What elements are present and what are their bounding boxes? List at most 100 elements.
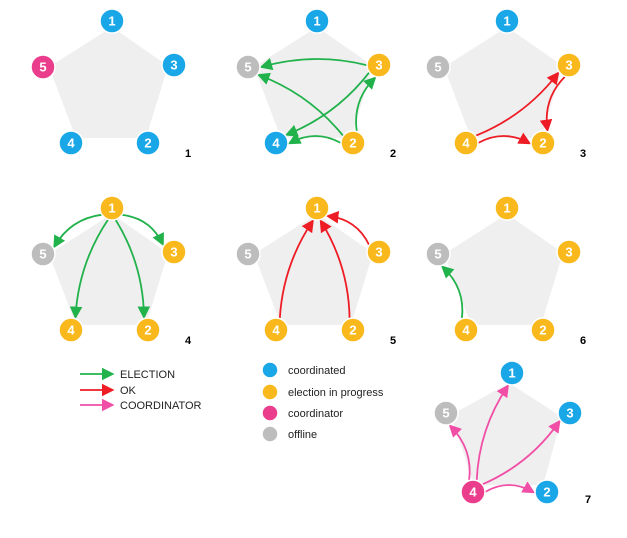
panel-number: 4 — [185, 335, 192, 347]
node-label: 3 — [170, 245, 177, 260]
message-arrow-ok-3-to-2 — [539, 75, 566, 133]
node-label: 5 — [244, 247, 251, 262]
message-arrow-election-2-to-3 — [355, 76, 377, 132]
node-label: 2 — [144, 323, 151, 338]
message-arrow-election-2-to-4 — [287, 132, 342, 145]
node-label: 5 — [442, 406, 449, 421]
node-label: 5 — [39, 60, 46, 75]
panel-number: 1 — [185, 148, 191, 160]
message-arrow-ok-2-to-1 — [319, 219, 351, 319]
process-node-2: 2 — [135, 130, 161, 156]
process-node-2: 2 — [340, 130, 366, 156]
process-node-2: 2 — [530, 317, 556, 343]
node-circle-offline — [30, 241, 56, 267]
node-label: 1 — [503, 201, 510, 216]
message-arrow-election-1-to-2 — [114, 219, 151, 320]
node-label: 1 — [503, 14, 510, 29]
legend-label-coordinator-state: coordinator — [288, 408, 343, 420]
node-label: 4 — [67, 323, 75, 338]
node-circle-election — [453, 317, 479, 343]
message-arrow-coordinator-4-to-1 — [475, 384, 510, 481]
message-legend: ELECTION OK COORDINATOR — [80, 367, 202, 412]
process-node-2: 2 — [135, 317, 161, 343]
message-arrow-coordinator-4-to-2 — [484, 481, 536, 494]
node-label: 2 — [144, 136, 151, 151]
message-arrow-ok-4-to-2 — [477, 132, 532, 145]
message-arrow-election-3-to-4 — [284, 71, 371, 137]
process-node-1: 1 — [494, 8, 520, 34]
node-label: 3 — [565, 245, 572, 260]
process-node-5: 5 — [425, 241, 451, 267]
pentagon-backdrop — [451, 383, 562, 485]
node-circle-election — [530, 317, 556, 343]
process-node-5: 5 — [433, 400, 459, 426]
node-label: 3 — [375, 245, 382, 260]
node-label: 1 — [313, 14, 320, 29]
node-circle-coordinated — [304, 8, 330, 34]
node-circle-election — [135, 317, 161, 343]
message-arrow-ok-4-to-3 — [475, 71, 560, 137]
node-label: 4 — [469, 485, 477, 500]
process-node-2: 2 — [534, 479, 560, 505]
panel-number: 5 — [390, 335, 396, 347]
node-circle-election — [366, 52, 392, 78]
node-circle-offline — [425, 54, 451, 80]
node-label: 2 — [349, 136, 356, 151]
node-circle-election — [340, 317, 366, 343]
node-circle-coordinated — [499, 360, 525, 386]
node-label: 3 — [565, 58, 572, 73]
pentagon-backdrop — [444, 27, 563, 138]
process-node-1: 1 — [304, 8, 330, 34]
process-node-3: 3 — [161, 239, 187, 265]
panels-layer: 1234511234521234531234541234551234561234… — [30, 8, 591, 506]
process-node-3: 3 — [556, 52, 582, 78]
panel-number: 2 — [390, 148, 396, 160]
process-node-5: 5 — [425, 54, 451, 80]
legend-entry-coordinator: COORDINATOR — [80, 398, 202, 412]
node-label: 5 — [244, 60, 251, 75]
process-node-1: 1 — [304, 195, 330, 221]
node-circle-offline — [433, 400, 459, 426]
legend-entry-offline: offline — [261, 425, 317, 443]
panel-number: 7 — [585, 494, 591, 506]
node-circle-offline — [235, 54, 261, 80]
pentagon-backdrop — [49, 214, 168, 325]
process-node-4: 4 — [453, 317, 479, 343]
node-circle-election — [453, 130, 479, 156]
legend-dot-coordinator — [261, 404, 279, 422]
node-circle-coordinator — [460, 479, 486, 505]
panel-number: 3 — [580, 148, 586, 160]
state-legend: coordinated election in progress coordin… — [261, 361, 384, 443]
legend-label-coordinated: coordinated — [288, 365, 346, 377]
process-node-3: 3 — [366, 52, 392, 78]
node-label: 2 — [539, 136, 546, 151]
process-node-5: 5 — [30, 54, 56, 80]
message-arrow-coordinator-4-to-3 — [481, 419, 561, 486]
legend-dot-election — [261, 383, 279, 401]
message-arrow-election-1-to-4 — [69, 218, 109, 320]
node-circle-coordinated — [534, 479, 560, 505]
node-circle-coordinated — [161, 52, 187, 78]
process-node-4: 4 — [263, 317, 289, 343]
pentagon-backdrop — [444, 214, 563, 325]
process-node-1: 1 — [494, 195, 520, 221]
node-circle-coordinator — [30, 54, 56, 80]
process-node-3: 3 — [366, 239, 392, 265]
node-label: 2 — [543, 485, 550, 500]
message-arrow-election-2-to-5 — [256, 72, 344, 137]
process-node-1: 1 — [99, 195, 125, 221]
legend-entry-election-in-progress: election in progress — [261, 383, 384, 401]
process-node-4: 4 — [58, 317, 84, 343]
node-label: 4 — [272, 136, 280, 151]
process-node-3: 3 — [556, 239, 582, 265]
node-circle-coordinated — [99, 8, 125, 34]
process-node-4: 4 — [460, 479, 486, 505]
process-node-3: 3 — [557, 400, 583, 426]
